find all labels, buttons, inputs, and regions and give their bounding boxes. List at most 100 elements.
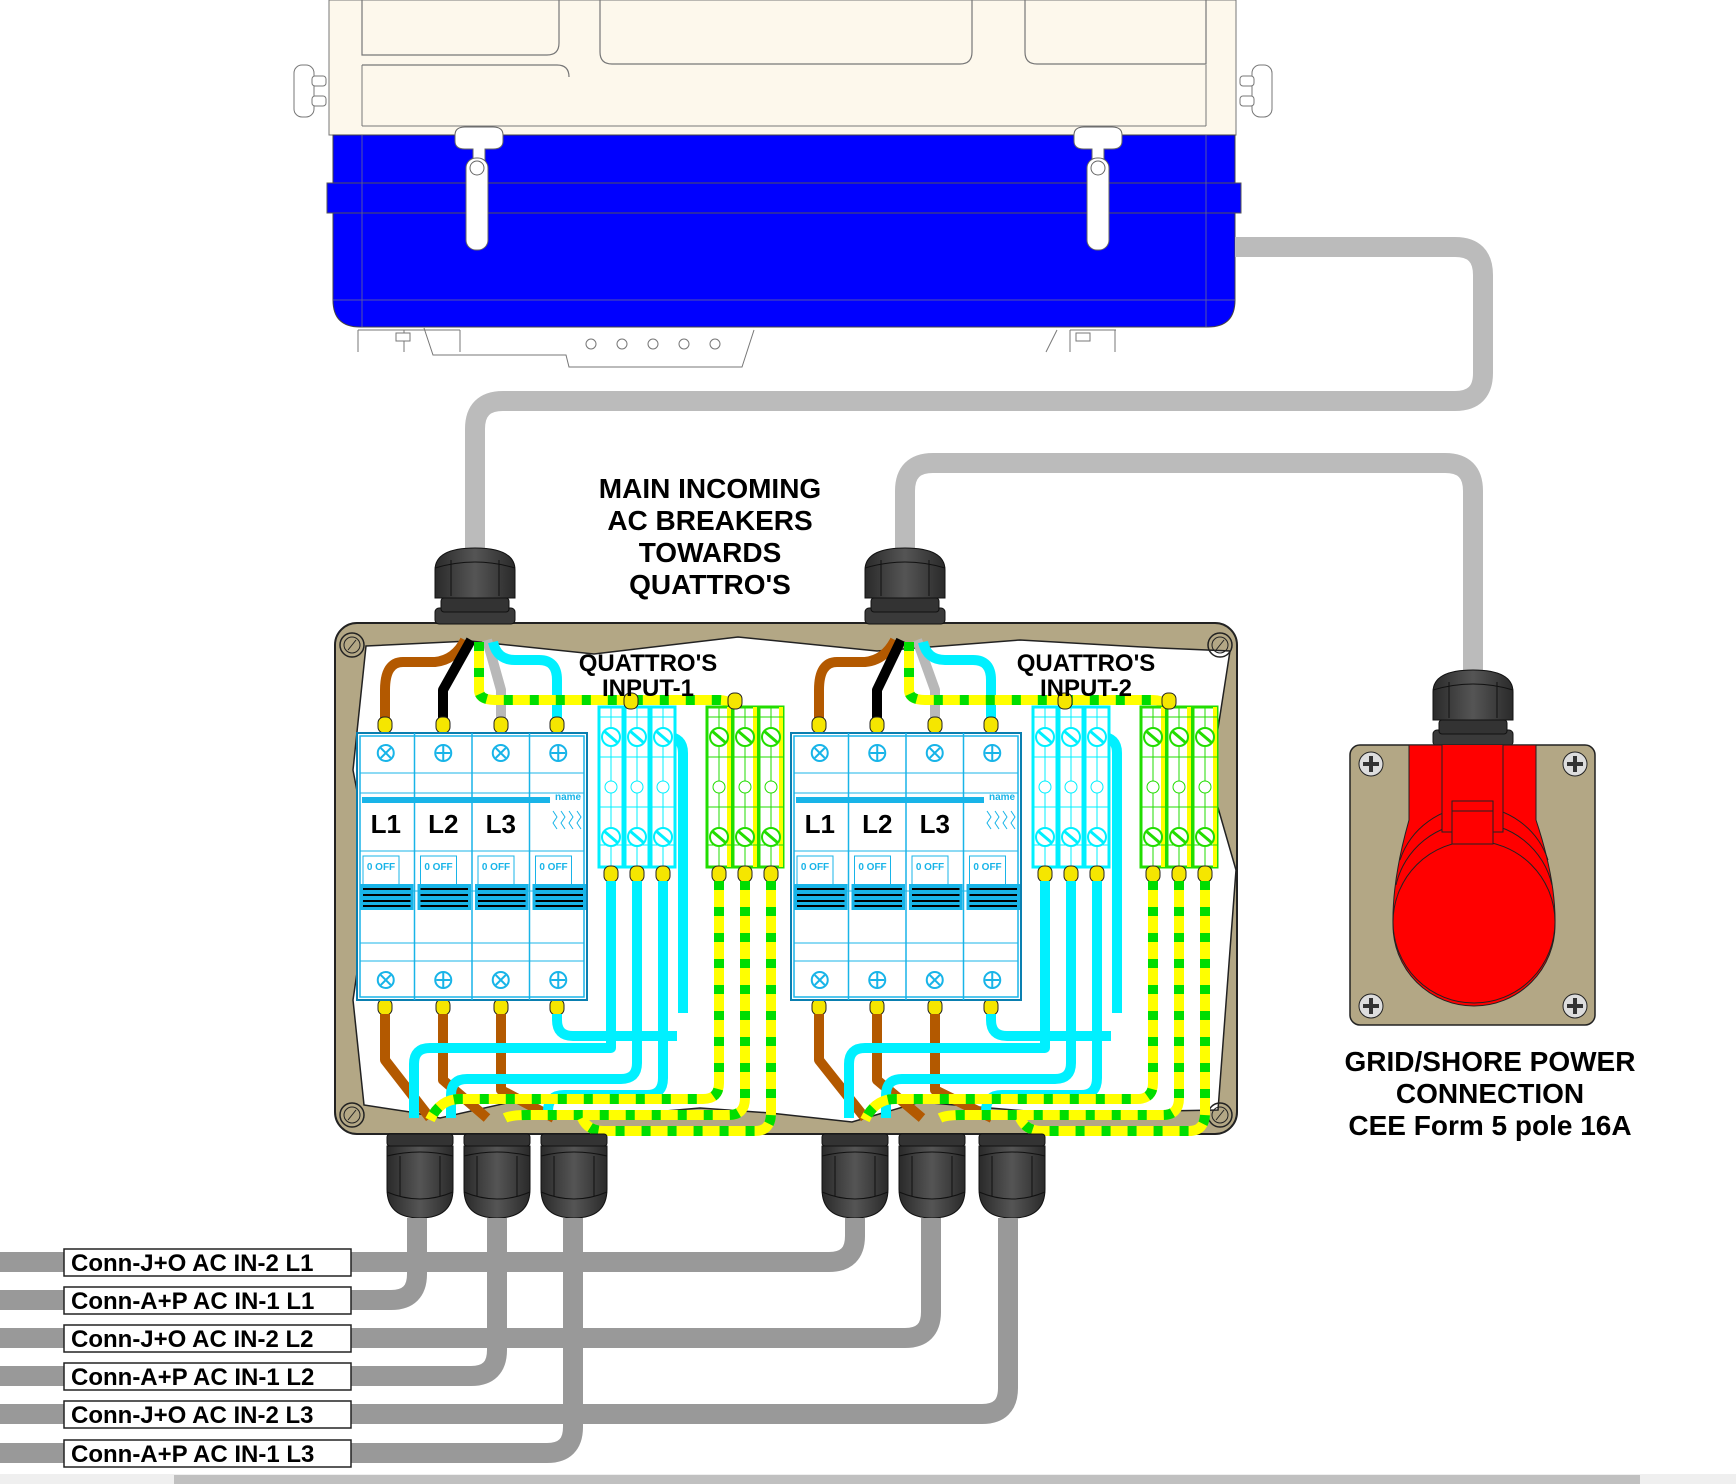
output-cable — [0, 1218, 583, 1463]
grid-label-line2: CONNECTION — [1396, 1078, 1584, 1109]
connection-label: Conn-J+O AC IN-2 L3 — [63, 1400, 352, 1429]
wire-pe-out-3-stripe — [1015, 881, 1210, 1136]
terminal-screw-icon — [810, 744, 829, 762]
breaker-off-label: 0 OFF — [973, 862, 1001, 873]
terminal-pin — [927, 716, 943, 734]
corner-screw — [1207, 1102, 1233, 1128]
breaker-toggle[interactable] — [966, 884, 1021, 910]
terminal-pin — [811, 998, 827, 1016]
wire-l1-in — [814, 637, 900, 719]
main-title: MAIN INCOMING AC BREAKERS TOWARDS QUATTR… — [599, 473, 821, 600]
right-handle — [1251, 64, 1273, 118]
terminal-pin — [493, 998, 509, 1016]
terminal-screw-icon — [434, 744, 453, 762]
terminal-pin — [1057, 692, 1073, 710]
grid-label-line3: CEE Form 5 pole 16A — [1348, 1110, 1631, 1141]
breaker-off-label: 0 OFF — [858, 862, 886, 873]
connection-label-text: Conn-A+P AC IN-1 L1 — [71, 1288, 314, 1315]
terminal-screw-icon — [983, 971, 1002, 989]
terminal-screw-icon — [925, 744, 944, 762]
wire-l3-out — [930, 1014, 995, 1123]
cable-gland-output — [386, 1133, 454, 1219]
breaker-off-label: 0 OFF — [424, 862, 452, 873]
breaker-off-label: 0 OFF — [539, 862, 567, 873]
breaker-toggle[interactable] — [851, 884, 906, 910]
breaker-toggle[interactable] — [417, 884, 472, 910]
breaker-off-label: 0 OFF — [801, 862, 829, 873]
breaker-toggle[interactable] — [794, 884, 848, 910]
terminal-pin — [869, 998, 885, 1016]
cabinet-lid — [328, 0, 1237, 136]
terminal-pin — [1037, 865, 1053, 883]
wire-l2-out — [438, 1014, 491, 1122]
terminal-pin — [1089, 865, 1105, 883]
cable-gland-output — [898, 1133, 966, 1219]
breaker-off-label: 0 OFF — [367, 862, 395, 873]
output-cable — [0, 1218, 941, 1348]
plate-screw — [1562, 993, 1588, 1019]
wire-pe-out-2 — [937, 881, 1184, 1123]
terminal-screw-icon — [549, 744, 568, 762]
cable-gland-output — [821, 1133, 889, 1219]
horizontal-scrollbar[interactable] — [0, 1474, 1736, 1484]
terminal-pin — [869, 716, 885, 734]
terminal-pin — [983, 998, 999, 1016]
terminal-pin — [763, 865, 779, 883]
scrollbar-thumb[interactable] — [174, 1475, 1640, 1484]
breaker-toggle[interactable] — [532, 884, 587, 910]
title-line4: QUATTRO'S — [629, 569, 791, 600]
shore-power-socket: GRID/SHORE POWER CONNECTION CEE Form 5 p… — [1345, 744, 1635, 1141]
plate-screw — [1358, 993, 1384, 1019]
wire-pe-out-2 — [502, 881, 750, 1123]
breaker-pole-label: L2 — [862, 809, 892, 839]
terminal-screw-icon — [868, 744, 887, 762]
terminal-pin — [623, 692, 639, 710]
left-handle — [293, 64, 315, 118]
breaker-toggle[interactable] — [909, 884, 963, 910]
terminal-pin — [737, 865, 753, 883]
connection-label-text: Conn-A+P AC IN-1 L3 — [71, 1441, 314, 1468]
wire-n-in — [918, 640, 996, 719]
neutral-terminal-block — [597, 705, 677, 869]
connection-label-text: Conn-J+O AC IN-2 L1 — [71, 1250, 313, 1277]
breaker-toggle[interactable] — [475, 884, 529, 910]
output-cable — [0, 1218, 427, 1310]
terminal-pin — [603, 865, 619, 883]
wire-l2-in — [872, 637, 906, 719]
panel-label-line1: QUATTRO'S — [1017, 650, 1156, 677]
mounting-bracket — [357, 327, 1116, 368]
panel-label-line1: QUATTRO'S — [579, 650, 718, 677]
connection-label-text: Conn-J+O AC IN-2 L2 — [71, 1326, 313, 1353]
cable-gland-output — [978, 1133, 1046, 1219]
terminal-pin — [1171, 865, 1187, 883]
breaker-toggle[interactable] — [360, 884, 414, 910]
breaker-name-tag: name — [989, 792, 1016, 803]
connection-labels: Conn-J+O AC IN-2 L1 Conn-A+P AC IN-1 L1 Co… — [63, 1248, 352, 1468]
terminal-pin — [1197, 865, 1213, 883]
cable-socket-to-input2 — [895, 453, 1483, 680]
corner-screw — [339, 632, 365, 658]
terminal-screw-icon — [491, 744, 510, 762]
cable-gland-output — [540, 1133, 608, 1219]
breaker-pole-label: L1 — [371, 809, 401, 839]
terminal-pin — [811, 716, 827, 734]
cable-gland-socket — [1432, 669, 1514, 747]
corner-screw — [1207, 632, 1233, 658]
cable-gland-input-2 — [864, 547, 946, 625]
wire-n-in — [488, 640, 562, 719]
terminal-pin — [1145, 865, 1161, 883]
output-cable — [0, 1218, 1018, 1424]
breaker-symbol-icon — [986, 810, 1016, 830]
breaker-symbol-icon — [552, 810, 582, 830]
terminal-pin — [629, 865, 645, 883]
neutral-terminal-block — [1031, 705, 1111, 869]
panel-label-line2: INPUT-2 — [1040, 675, 1132, 702]
terminal-screw-icon — [491, 971, 510, 989]
supply-cables — [465, 237, 1493, 680]
terminal-pin — [377, 716, 393, 734]
terminal-pin — [655, 865, 671, 883]
quattro-cabinet — [293, 0, 1273, 368]
plate-screw — [1358, 751, 1384, 777]
